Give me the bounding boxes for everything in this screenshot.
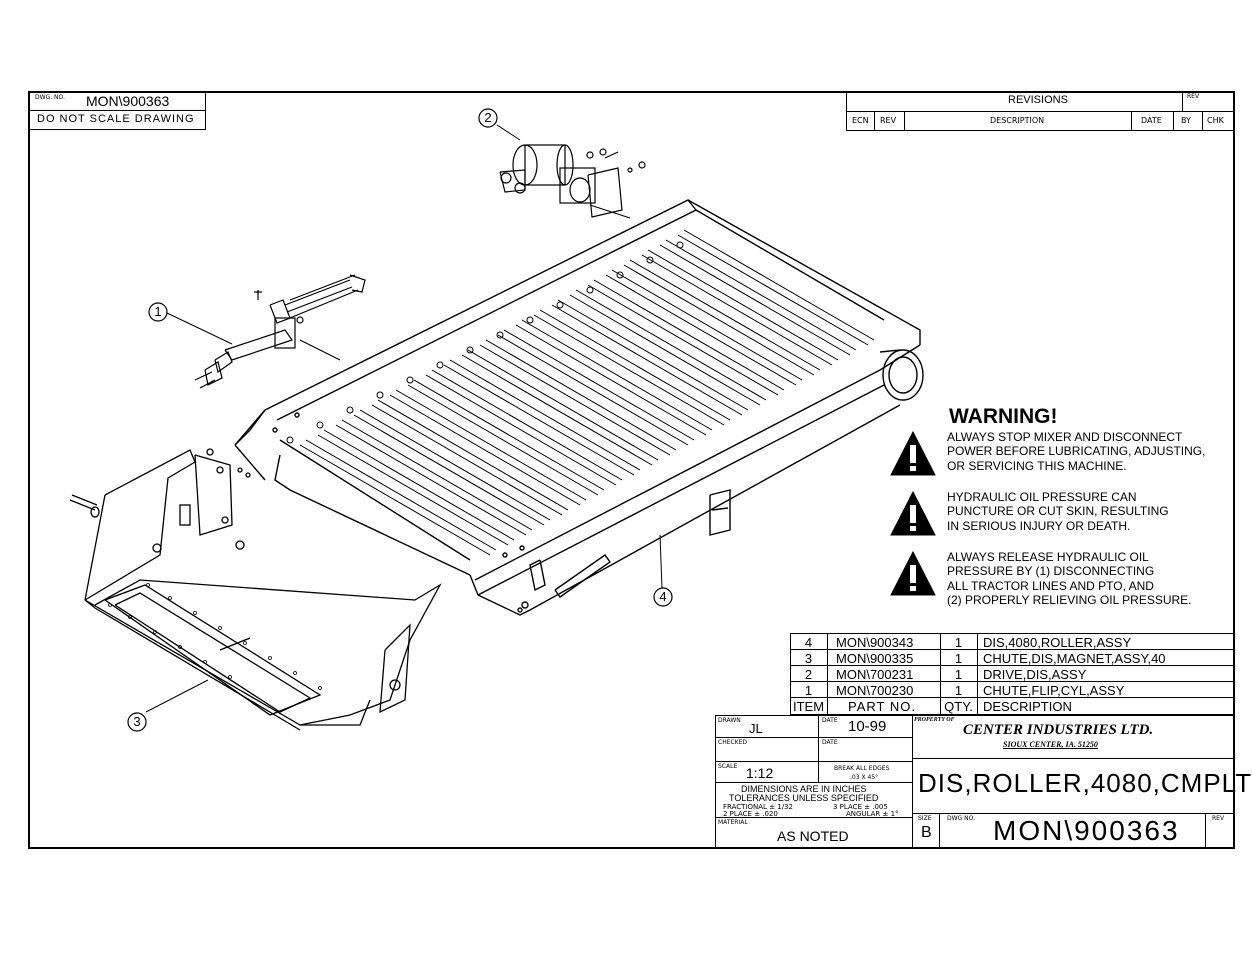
date-value: 10-99 (848, 718, 887, 735)
chute-magnet-part (69, 448, 442, 731)
dwg-no-label: DWG. NO. (35, 94, 65, 101)
callout-2: 2 (484, 110, 492, 125)
dwg-no-value: MON\900363 (86, 93, 170, 109)
col-chk: CHK (1207, 116, 1224, 125)
drawn-value: JL (749, 721, 763, 736)
roller-frame-part (234, 199, 924, 616)
date-label: DATE (822, 717, 838, 724)
leader-lines (145, 124, 663, 713)
callout-circles (127, 108, 673, 732)
revisions-rev-label: REV (1187, 93, 1200, 100)
tol-3place: 3 PLACE ± .005 (833, 803, 888, 811)
scale-label: SCALE (718, 763, 738, 770)
size-value: B (921, 824, 932, 841)
title-dwg-no-value: MON\900363 (993, 815, 1180, 846)
title-dwg-no-label: DWG NO. (947, 815, 975, 822)
material-value: AS NOTED (777, 828, 849, 844)
warning-title: WARNING! (949, 405, 1058, 428)
col-date: DATE (1141, 116, 1162, 125)
scale-note: DO NOT SCALE DRAWING (37, 113, 195, 125)
tol-2place: 2 PLACE ± .020 (723, 810, 778, 818)
hydraulic-drive-part (499, 144, 646, 218)
col-ecn: ECN (852, 116, 869, 125)
date2-label: DATE (822, 739, 838, 746)
dimensions-note: DIMENSIONS ARE IN INCHES (741, 784, 867, 794)
callout-3: 3 (133, 714, 141, 729)
drawing-border (28, 91, 1235, 849)
col-description: DESCRIPTION (990, 116, 1045, 125)
scale-value: 1:12 (746, 765, 774, 781)
tolerances-note: TOLERANCES UNLESS SPECIFIED (729, 793, 879, 803)
checked-label: CHECKED (718, 739, 748, 746)
col-rev: REV (880, 116, 897, 125)
title-rev-label: REV (1212, 815, 1225, 822)
col-by: BY (1181, 116, 1191, 125)
drawing-title: DIS,ROLLER,4080,CMPLT (918, 768, 1252, 798)
scale-note-box (28, 110, 206, 130)
break-edges-line2: .03 X 45° (850, 774, 879, 781)
size-label: SIZE (918, 815, 932, 822)
property-label: PROPERTY OF (914, 717, 955, 723)
tol-angular: ANGULAR ± 1° (846, 810, 899, 818)
drawn-label: DRAWN (718, 717, 741, 724)
callout-4: 4 (659, 589, 667, 604)
revisions-title: REVISIONS (1008, 94, 1068, 106)
company-name: CENTER INDUSTRIES LTD. (963, 722, 1154, 738)
tol-fractional: FRACTIONAL ± 1/32 (723, 803, 793, 811)
flip-cylinder-part (194, 274, 366, 389)
callout-1: 1 (154, 304, 162, 319)
break-edges-line1: BREAK ALL EDGES (834, 765, 890, 772)
company-location: SIOUX CENTER, IA. 51250 (1003, 740, 1098, 749)
material-label: MATERIAL (718, 819, 748, 826)
